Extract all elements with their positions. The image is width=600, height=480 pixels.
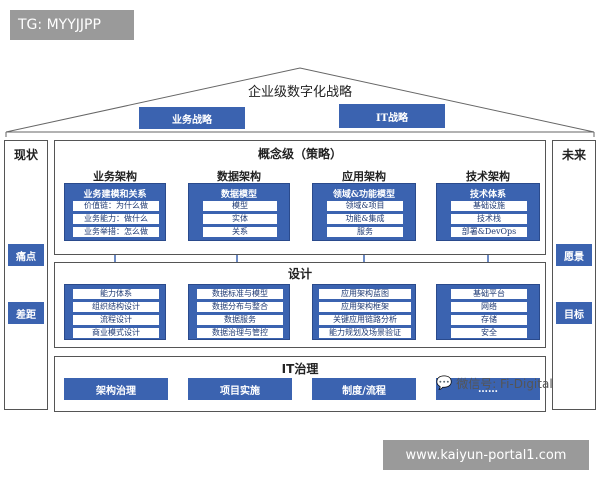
pill: 数据服务 [197,315,283,325]
pill: 关系 [203,227,277,237]
business-design-box: 能力体系 组织结构设计 流程设计 商业模式设计 [64,284,166,340]
pill: 模型 [203,201,277,211]
data-architecture-title: 数据架构 [217,170,261,183]
wechat-id: 微信号: Fi-Digital [456,376,553,391]
current-state-title: 现状 [13,148,38,162]
architecture-governance-button[interactable]: 架构治理 [64,378,168,400]
pill: 领域&项目 [327,201,403,211]
future-state-title: 未来 [561,148,586,162]
more-governance-button[interactable]: …… [436,378,540,400]
pain-points-button[interactable]: 痛点 [8,244,44,266]
data-model-box: 数据模型 模型 实体 关系 [188,183,290,241]
business-modeling-box: 业务建模和关系 价值链：为什么做 业务能力：做什么 业务举措：怎么做 [64,183,166,241]
domain-function-box: 领域&功能模型 领域&项目 功能&集成 服务 [312,183,416,241]
application-design-box: 应用架构蓝图 应用架构框架 关键应用链路分析 能力规划及场景验证 [312,284,416,340]
pill: 应用架构蓝图 [319,289,411,299]
it-governance-title: IT治理 [281,362,319,376]
pill: 安全 [451,328,527,338]
pill: 流程设计 [73,315,159,325]
vision-button[interactable]: 愿景 [556,244,592,266]
wechat-icon: 💬 [436,375,453,391]
box-title: 技术体系 [469,190,506,200]
telegram-tag: TG: MYYJJPP [10,10,134,40]
goals-button[interactable]: 目标 [556,302,592,324]
application-architecture-title: 应用架构 [342,170,386,183]
pill: 数据分布与整合 [197,302,283,312]
concept-title: 概念级（策略） [257,147,342,161]
url-watermark: www.kaiyun-portal1.com [383,440,589,470]
pill: 数据标准与模型 [197,289,283,299]
pill: 技术栈 [451,214,527,224]
current-state-pillar [4,140,48,410]
pill: 实体 [203,214,277,224]
strategy-title: 企业级数字化战略 [247,85,352,100]
design-title: 设计 [287,267,312,281]
pill: 部署&DevOps [451,227,527,237]
pill: 价值链：为什么做 [73,201,159,211]
pill: 能力体系 [73,289,159,299]
pill: 基础设施 [451,201,527,211]
pill: 能力规划及场景验证 [319,328,411,338]
tech-system-box: 技术体系 基础设施 技术栈 部署&DevOps [436,183,540,241]
future-state-pillar [552,140,596,410]
business-strategy-button[interactable]: 业务战略 [139,107,245,129]
pill: 组织结构设计 [73,302,159,312]
box-title: 数据模型 [220,190,257,200]
pill: 数据治理与管控 [197,328,283,338]
pill: 业务能力：做什么 [73,214,159,224]
pill: 功能&集成 [327,214,403,224]
technology-architecture-title: 技术架构 [466,170,510,183]
pill: 业务举措：怎么做 [73,227,159,237]
pill: 网络 [451,302,527,312]
box-title: 业务建模和关系 [83,190,147,200]
technology-design-box: 基础平台 网络 存储 安全 [436,284,540,340]
it-strategy-button[interactable]: IT战略 [339,104,445,128]
pill: 基础平台 [451,289,527,299]
pill: 存储 [451,315,527,325]
box-title: 领域&功能模型 [332,190,396,200]
business-architecture-title: 业务架构 [93,170,137,183]
pill: 商业模式设计 [73,328,159,338]
wechat-watermark: 💬 微信号: Fi-Digital [436,372,586,394]
pill: 服务 [327,227,403,237]
pill: 关键应用链路分析 [319,315,411,325]
gaps-button[interactable]: 差距 [8,302,44,324]
data-design-box: 数据标准与模型 数据分布与整合 数据服务 数据治理与管控 [188,284,290,340]
policy-process-button[interactable]: 制度/流程 [312,378,416,400]
pill: 应用架构框架 [319,302,411,312]
project-implementation-button[interactable]: 项目实施 [188,378,292,400]
